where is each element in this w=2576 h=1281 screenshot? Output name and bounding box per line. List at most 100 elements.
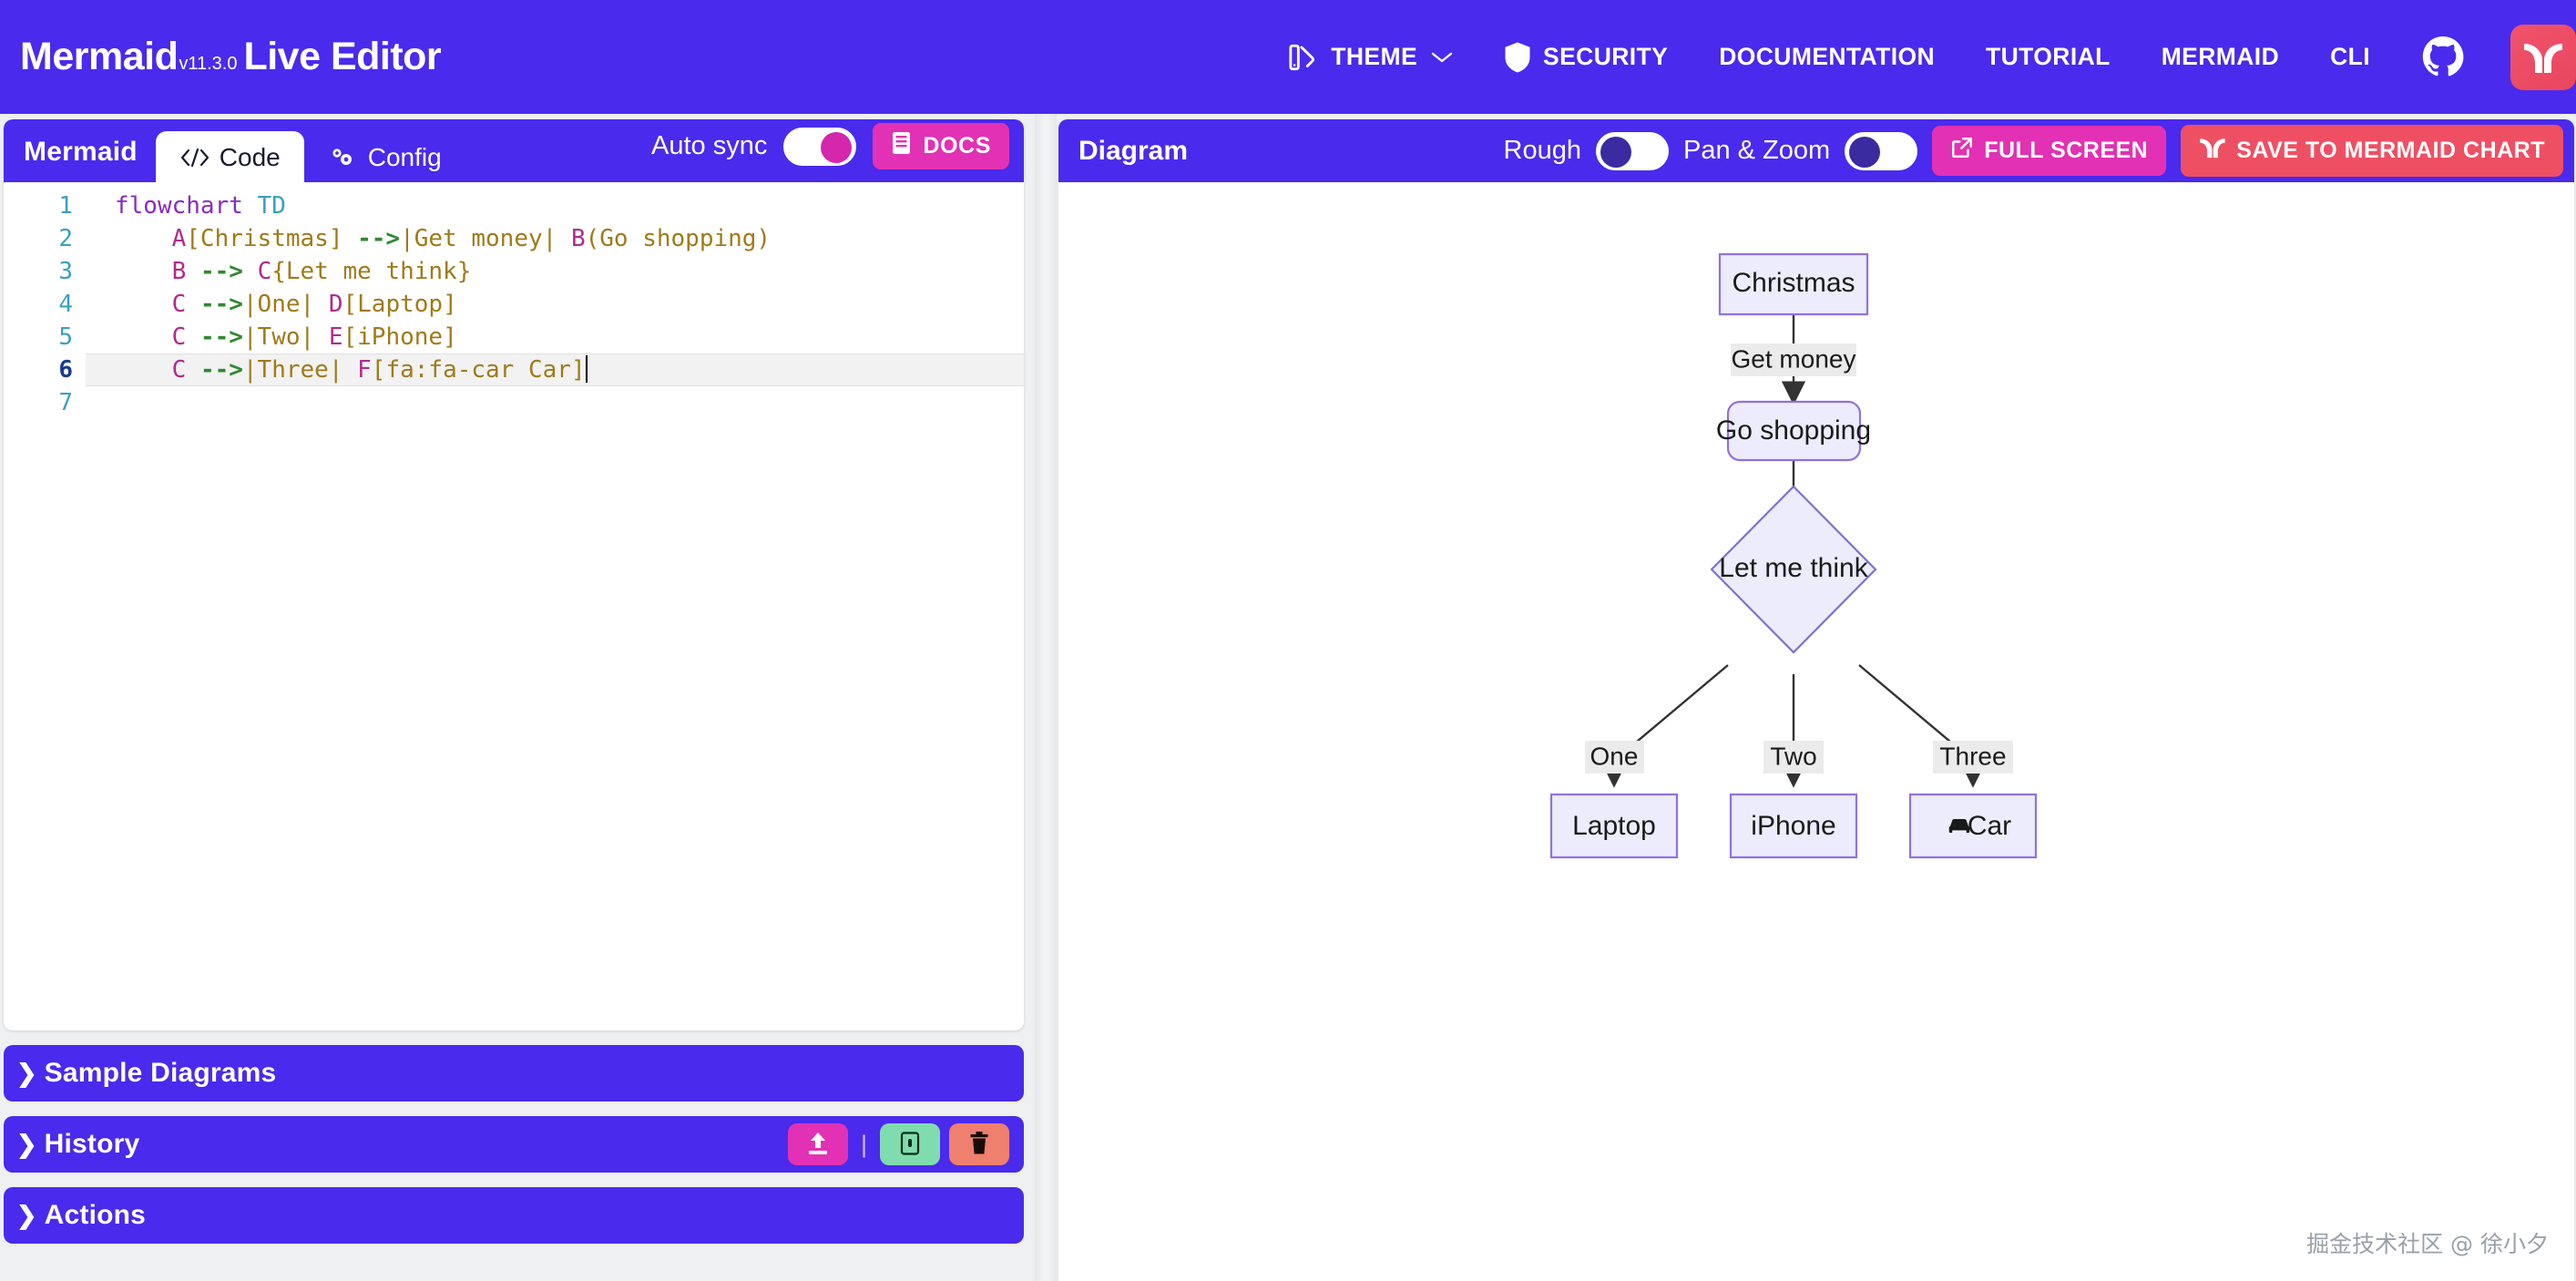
brand-version: v11.3.0 [179, 54, 238, 74]
diagram-node-D-label: Laptop [1572, 811, 1656, 841]
theme-icon [1288, 41, 1319, 74]
docs-button[interactable]: DOCS [873, 123, 1009, 169]
diagram-node-D[interactable]: Laptop [1549, 793, 1679, 859]
editor-panel-title: Mermaid [24, 137, 138, 167]
car-icon [1948, 818, 1970, 833]
upload-icon-button[interactable] [787, 1123, 848, 1165]
edge-label-get-money: Get money [1731, 343, 1856, 376]
diagram-node-C-label: Let me think [1719, 553, 1868, 583]
line-number: 2 [58, 225, 73, 252]
diagram-node-A-label: Christmas [1732, 268, 1855, 298]
code-line-7 [115, 386, 1024, 419]
accordion-sample-diagrams[interactable]: ❯ Sample Diagrams [4, 1045, 1024, 1102]
panel-splitter[interactable] [1035, 114, 1057, 1281]
diagram-node-C[interactable]: Let me think [1710, 485, 1877, 654]
line-number: 1 [58, 192, 73, 220]
github-icon [2421, 36, 2465, 79]
chevron-right-icon: ❯ [16, 1201, 37, 1229]
code-line-5: C -->|Two| E[iPhone] [171, 323, 457, 351]
save-to-mermaid-chart-label: SAVE TO MERMAID CHART [2236, 138, 2545, 163]
main-content-area: Mermaid Code [0, 114, 2576, 1281]
diagram-node-F[interactable]: Car [1908, 793, 2038, 859]
save-to-mermaid-chart-button[interactable]: SAVE TO MERMAID CHART [2181, 125, 2563, 177]
nav-item-theme-label: THEME [1331, 43, 1418, 70]
save-icon [899, 1131, 921, 1159]
line-number: 5 [58, 323, 73, 351]
nav-item-github[interactable] [2396, 0, 2490, 114]
diagram-node-F-label: Car [1968, 811, 2011, 841]
nav-item-theme[interactable]: THEME [1262, 0, 1478, 114]
svg-text:Get money: Get money [1732, 344, 1856, 373]
tab-code[interactable]: Code [155, 131, 304, 183]
pan-zoom-toggle[interactable] [1845, 131, 1918, 170]
diagram-header-actions: Rough Pan & Zoom FULL SCREEN [1504, 125, 2563, 177]
line-number: 4 [58, 291, 73, 318]
trash-icon-button[interactable] [949, 1123, 1009, 1165]
rough-label: Rough [1503, 136, 1581, 165]
gear-icon [328, 145, 359, 170]
brand-suffix: Live Editor [243, 35, 442, 78]
nav-item-cli[interactable]: CLI [2305, 0, 2396, 114]
nav-item-documentation-label: DOCUMENTATION [1719, 43, 1936, 70]
line-number-gutter: 1 2 3 4 5 6 7 [4, 190, 86, 1030]
trash-icon [968, 1131, 990, 1159]
nav-menu: THEME SECURITY DOCUMENTATION TUTORIAL ME… [1262, 0, 2576, 114]
accordion-sample-diagrams-label: Sample Diagrams [44, 1058, 277, 1088]
nav-item-tutorial-label: TUTORIAL [1986, 43, 2111, 70]
code-line-3: B --> C{Let me think} [171, 258, 472, 285]
code-line-2: A[Christmas] -->|Get money| B(Go shoppin… [171, 225, 772, 252]
docs-button-label: DOCS [923, 133, 991, 159]
svg-text:Two: Two [1770, 742, 1816, 770]
nav-item-tutorial[interactable]: TUTORIAL [1960, 0, 2136, 114]
diagram-edge-labels: Get money One Two Three [1585, 343, 2013, 774]
upload-icon [806, 1131, 830, 1159]
tab-config-label: Config [367, 142, 442, 171]
svg-text:Three: Three [1939, 742, 2006, 770]
pan-zoom-label: Pan & Zoom [1683, 136, 1831, 165]
nav-item-documentation[interactable]: DOCUMENTATION [1693, 0, 1960, 114]
code-line-6: C -->|Three| F[fa:fa-car Car] [86, 354, 1024, 386]
diagram-canvas[interactable]: Christmas Go shopping Let me think Lapto… [1058, 182, 2574, 1281]
diagram-node-B[interactable]: Go shopping [1716, 400, 1871, 462]
line-number: 7 [58, 389, 73, 416]
accordion-actions[interactable]: ❯ Actions [4, 1187, 1024, 1244]
code-editor[interactable]: 1 2 3 4 5 6 7 flowchart TD A[Christmas] … [4, 182, 1024, 1030]
diagram-node-E-label: iPhone [1751, 811, 1835, 841]
full-screen-button[interactable]: FULL SCREEN [1932, 126, 2167, 176]
tab-code-label: Code [219, 142, 281, 171]
code-line-1: flowchart TD [115, 192, 286, 220]
tab-config[interactable]: Config [304, 131, 465, 183]
chevron-right-icon: ❯ [16, 1130, 37, 1158]
edge-label-three: Three [1933, 741, 2013, 774]
book-icon [891, 131, 913, 161]
diagram-node-B-label: Go shopping [1716, 415, 1871, 446]
accordion-history[interactable]: ❯ History | [4, 1116, 1024, 1173]
nav-item-mermaid-label: MERMAID [2161, 43, 2280, 70]
line-number: 3 [58, 258, 73, 285]
diagram-node-A[interactable]: Christmas [1718, 252, 1869, 316]
chevron-down-icon [1431, 51, 1453, 64]
rough-toggle[interactable] [1596, 131, 1669, 170]
code-lines[interactable]: flowchart TD A[Christmas] -->|Get money|… [86, 190, 1024, 1030]
diagram-panel-title: Diagram [1078, 135, 1189, 166]
toggle-knob [821, 131, 853, 163]
accordion-history-label: History [44, 1129, 140, 1159]
diagram-header: Diagram Rough Pan & Zoom FULL SCREEN [1058, 119, 2574, 182]
editor-card: Mermaid Code [4, 119, 1024, 1030]
history-actions: | [787, 1123, 1009, 1165]
diagram-node-E[interactable]: iPhone [1729, 793, 1858, 859]
nav-item-mermaid[interactable]: MERMAID [2136, 0, 2305, 114]
code-line-4: C -->|One| D[Laptop] [171, 291, 457, 318]
auto-sync-label: Auto sync [651, 131, 768, 160]
brand-name: Mermaid [20, 35, 179, 78]
accordion-actions-label: Actions [44, 1200, 147, 1230]
full-screen-label: FULL SCREEN [1984, 138, 2149, 163]
nav-item-security[interactable]: SECURITY [1478, 0, 1693, 114]
mermaid-chart-logo[interactable] [2510, 24, 2576, 90]
edge-label-one: One [1585, 741, 1644, 774]
left-panel: Mermaid Code [4, 119, 1024, 1281]
auto-sync-toggle[interactable] [783, 127, 857, 166]
save-icon-button[interactable] [880, 1123, 940, 1165]
